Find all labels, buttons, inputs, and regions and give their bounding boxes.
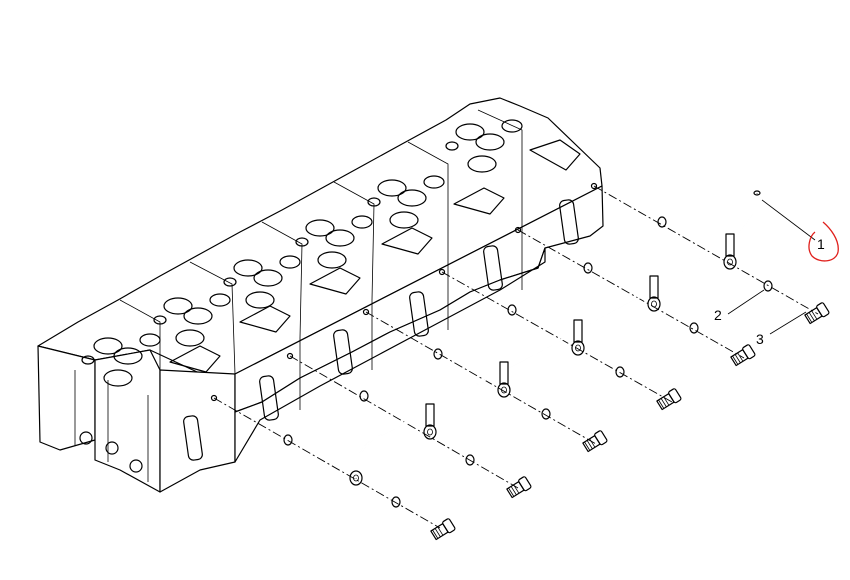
sealing-washers <box>283 216 773 508</box>
top-face-dividers <box>119 109 523 375</box>
washer-upper-row <box>283 216 667 446</box>
callout-2: 2 <box>714 289 765 323</box>
assembly-centerlines <box>213 185 819 529</box>
callout-label-1: 1 <box>817 236 825 252</box>
injector-holes <box>210 182 598 402</box>
cylinder-head-assembly <box>37 97 604 493</box>
markup-circle <box>808 221 839 262</box>
banjo-bolts <box>430 302 830 541</box>
callout-1: 1 <box>761 199 839 262</box>
intake-ports <box>183 199 579 461</box>
callout-3: 3 <box>756 311 807 347</box>
cylinder-top-features <box>81 119 581 387</box>
head-section-dividers <box>74 220 523 482</box>
banjo-fittings <box>349 233 737 486</box>
fuel-return-line <box>349 190 761 486</box>
washer-lower-row <box>391 280 773 508</box>
callouts: 1 2 3 <box>714 199 839 347</box>
callout-label-3: 3 <box>756 331 764 347</box>
front-face-holes <box>79 431 143 473</box>
callout-label-2: 2 <box>714 307 722 323</box>
